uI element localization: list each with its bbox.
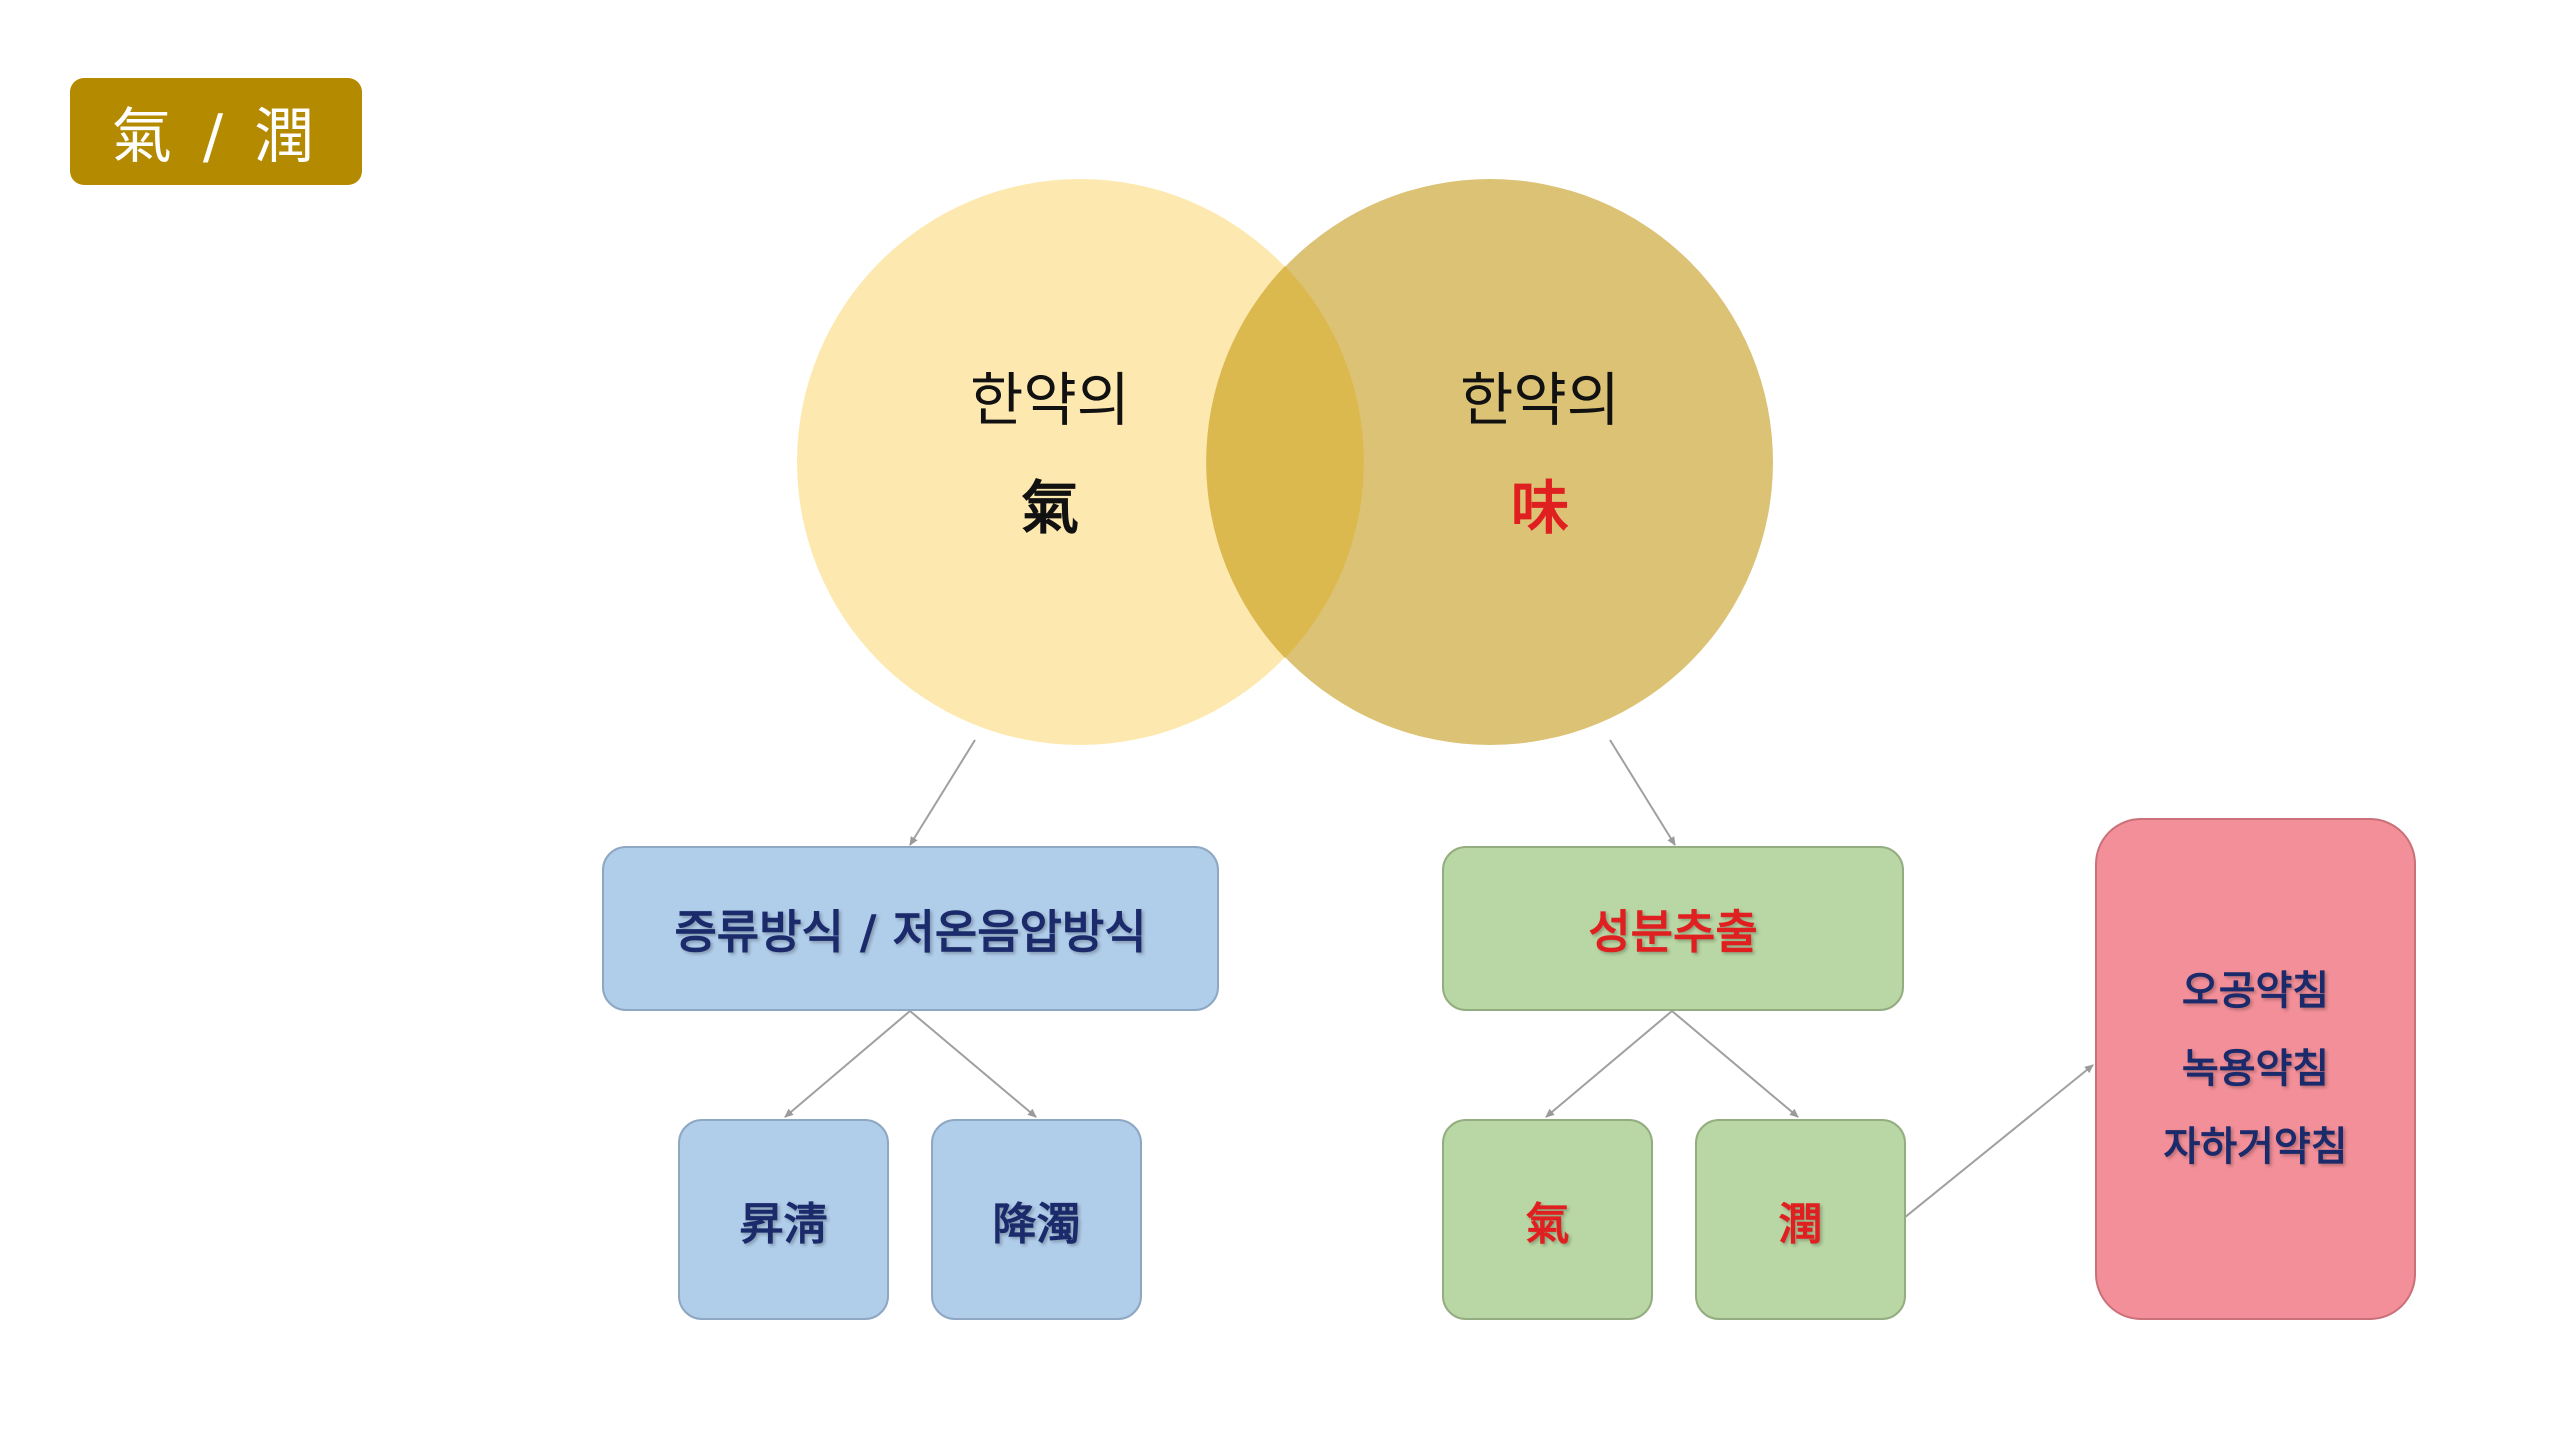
- venn-left-label: 한약의 氣: [920, 360, 1180, 548]
- leaf-box-1: 昇淸: [678, 1119, 889, 1320]
- leaf-label-3: 氣: [1525, 1198, 1570, 1250]
- pharmacopuncture-item: 녹용약침: [2181, 1046, 2330, 1092]
- leaf-box-3: 氣: [1442, 1119, 1653, 1320]
- title-badge: 氣 / 潤: [70, 78, 362, 185]
- connector-blue-leaf2: [909, 1010, 1037, 1118]
- venn-right-label: 한약의 味: [1410, 360, 1670, 548]
- venn-left-line1: 한약의: [969, 366, 1131, 434]
- leaf-label-4: 潤: [1778, 1198, 1823, 1250]
- pharmacopuncture-box: 오공약침 녹용약침 자하거약침: [2095, 818, 2416, 1320]
- extraction-method-label: 증류방식 / 저온음압방식: [674, 904, 1147, 959]
- venn-circle-left: [797, 179, 1363, 745]
- venn-circle-right: [1207, 179, 1773, 745]
- connector-blue-leaf1: [784, 1010, 911, 1118]
- pharmacopuncture-list: 오공약침 녹용약침 자하거약침: [2164, 965, 2348, 1173]
- connector-right-circle: [1609, 739, 1676, 846]
- connector-left-circle: [909, 739, 976, 846]
- venn-overlap: [1206, 266, 1364, 658]
- venn-right-line1: 한약의: [1459, 366, 1621, 434]
- leaf-box-2: 降濁: [931, 1119, 1142, 1320]
- leaf-label-1: 昇淸: [739, 1198, 828, 1250]
- connector-green-leaf3: [1545, 1010, 1673, 1118]
- connector-leaf4-pink: [1903, 1064, 2094, 1219]
- pharmacopuncture-item: 자하거약침: [2163, 1124, 2348, 1170]
- venn-right-line2: 味: [1510, 474, 1569, 542]
- leaf-label-2: 降濁: [992, 1198, 1081, 1250]
- venn-left-line2: 氣: [1020, 474, 1079, 542]
- component-extraction-label: 성분추출: [1588, 904, 1758, 959]
- leaf-box-4: 潤: [1695, 1119, 1906, 1320]
- connector-green-leaf4: [1671, 1010, 1799, 1118]
- component-extraction-box: 성분추출: [1442, 846, 1904, 1011]
- pharmacopuncture-item: 오공약침: [2181, 968, 2330, 1014]
- extraction-method-box: 증류방식 / 저온음압방식: [602, 846, 1219, 1011]
